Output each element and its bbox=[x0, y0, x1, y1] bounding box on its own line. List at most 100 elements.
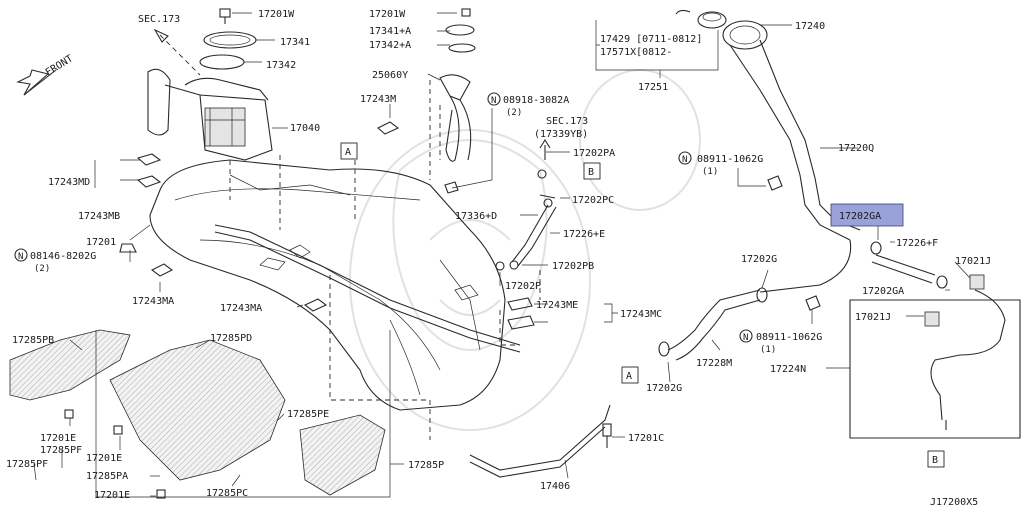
callout-letter: A bbox=[626, 371, 632, 382]
pad-17243MD bbox=[136, 153, 162, 166]
part-label: 08918-3082A bbox=[503, 95, 569, 106]
part-label: 17021J bbox=[855, 312, 891, 323]
part-label: 17429 [0711-0812] bbox=[600, 34, 702, 45]
heat-shield-17285PB bbox=[9, 329, 131, 401]
part-label: 17342+A bbox=[369, 40, 411, 51]
part-label: 17040 bbox=[290, 123, 320, 134]
arrow-sec173-center bbox=[539, 138, 551, 160]
part-label: 17336+D bbox=[455, 211, 497, 222]
n-marker-right-upper: N bbox=[678, 151, 692, 165]
pad-17243ME bbox=[507, 297, 533, 311]
part-label: 17201C bbox=[628, 433, 664, 444]
part-label: 17021J bbox=[955, 256, 991, 267]
callout-box-b-lower: B bbox=[927, 450, 945, 468]
filler-cap-17251 bbox=[675, 9, 727, 29]
pad-17243MC bbox=[507, 315, 535, 330]
part-label: 17201W bbox=[369, 9, 406, 20]
part-label: 17243MA bbox=[132, 296, 174, 307]
clip-08911-1062G-lower bbox=[805, 295, 821, 311]
part-label: 17224N bbox=[770, 364, 806, 375]
front-direction-arrow bbox=[16, 69, 57, 96]
heat-shield-17285PE bbox=[299, 414, 386, 496]
filler-hose-17228M bbox=[667, 289, 761, 361]
clamp-17202GA-upper bbox=[870, 241, 882, 255]
heat-shield-17285PD bbox=[109, 339, 286, 481]
part-label: 17243MD bbox=[48, 177, 90, 188]
clamp-17202G-lower bbox=[658, 341, 670, 357]
clip-08911-1062G-upper bbox=[767, 175, 783, 191]
callout-box-a-lower: A bbox=[621, 366, 639, 384]
part-label: 17240 bbox=[795, 21, 825, 32]
clip-17021J-upper bbox=[969, 274, 985, 290]
part-label: 17228M bbox=[696, 358, 732, 369]
part-label: 17571X[0812- bbox=[600, 47, 672, 58]
part-label: 17201W bbox=[258, 9, 295, 20]
part-label: 17285PB bbox=[12, 335, 54, 346]
screw-17201W bbox=[219, 8, 231, 24]
callout-box-b-upper: B bbox=[583, 162, 601, 180]
svg-text:N: N bbox=[743, 333, 748, 343]
clip-08146-8202G bbox=[119, 243, 137, 253]
clamp-17202GA-lower bbox=[936, 275, 948, 289]
clamp-17202PA bbox=[537, 169, 547, 179]
n-marker-center: N bbox=[487, 92, 501, 106]
fuel-level-sender-25060Y bbox=[439, 74, 472, 162]
part-label: 17243MB bbox=[78, 211, 120, 222]
svg-text:N: N bbox=[18, 252, 23, 262]
part-label: 17285PF bbox=[6, 459, 48, 470]
part-label: 08911-1062G bbox=[756, 332, 822, 343]
part-labels: SEC.173 17201W 17341 17342 17040 17243M … bbox=[6, 9, 991, 501]
part-label: 17202GA bbox=[839, 211, 881, 222]
fuel-tank bbox=[149, 159, 506, 411]
part-label: SEC.173 bbox=[138, 14, 180, 25]
fuel-pump-unit-17040 bbox=[147, 68, 273, 161]
hose-17336-D bbox=[539, 194, 556, 199]
part-label: 17202PC bbox=[572, 195, 614, 206]
part-label: 08911-1062G bbox=[697, 154, 763, 165]
part-label: 17243MA bbox=[220, 303, 262, 314]
part-label: 17220Q bbox=[838, 143, 874, 154]
filler-ring-17240 bbox=[722, 20, 768, 50]
callout-box-a-upper: A bbox=[340, 142, 358, 160]
part-label: 17341 bbox=[280, 37, 310, 48]
tank-straps bbox=[214, 224, 611, 478]
part-label: 17285P bbox=[408, 460, 444, 471]
part-label: (2) bbox=[506, 108, 522, 118]
svg-text:N: N bbox=[682, 155, 687, 165]
callout-letter: A bbox=[345, 147, 351, 158]
part-label: 17202G bbox=[646, 383, 682, 394]
part-label: 17285PE bbox=[287, 409, 329, 420]
screw-17201W-2 bbox=[461, 8, 471, 17]
part-label: (1) bbox=[702, 167, 718, 177]
highlighted-part-box bbox=[830, 203, 904, 227]
part-label: 17201E bbox=[40, 433, 76, 444]
part-label: 17201 bbox=[86, 237, 116, 248]
pad-17243MA bbox=[150, 263, 328, 312]
frame-17285P bbox=[95, 330, 391, 498]
part-label: 17202G bbox=[741, 254, 777, 265]
part-label: 08146-8202G bbox=[30, 251, 96, 262]
part-label: 17342 bbox=[266, 60, 296, 71]
part-label: 17251 bbox=[638, 82, 668, 93]
n-marker-right-lower: N bbox=[739, 329, 753, 343]
arrow-sec173-left bbox=[153, 28, 201, 76]
part-label: (17339YB) bbox=[534, 129, 588, 140]
part-label: 25060Y bbox=[372, 70, 408, 81]
clip-08918-3082A bbox=[444, 181, 459, 194]
vent-tube-box-17224N bbox=[849, 289, 1021, 439]
front-label: FRONT bbox=[44, 53, 75, 78]
assembly-guide-lines bbox=[229, 80, 541, 440]
part-label: 17285PC bbox=[206, 488, 248, 499]
leader-lines bbox=[33, 12, 971, 497]
part-label: 17226+E bbox=[563, 229, 605, 240]
n-marker-left: N bbox=[14, 248, 28, 262]
callout-letter: B bbox=[932, 455, 938, 466]
bolt-17201C bbox=[602, 423, 612, 448]
clip-17021J-lower bbox=[924, 311, 940, 327]
part-label: 17202PA bbox=[573, 148, 615, 159]
part-label: 17201E bbox=[94, 490, 130, 501]
part-label: (2) bbox=[34, 264, 50, 274]
part-label: 17243M bbox=[360, 94, 396, 105]
part-label: (1) bbox=[760, 345, 776, 355]
